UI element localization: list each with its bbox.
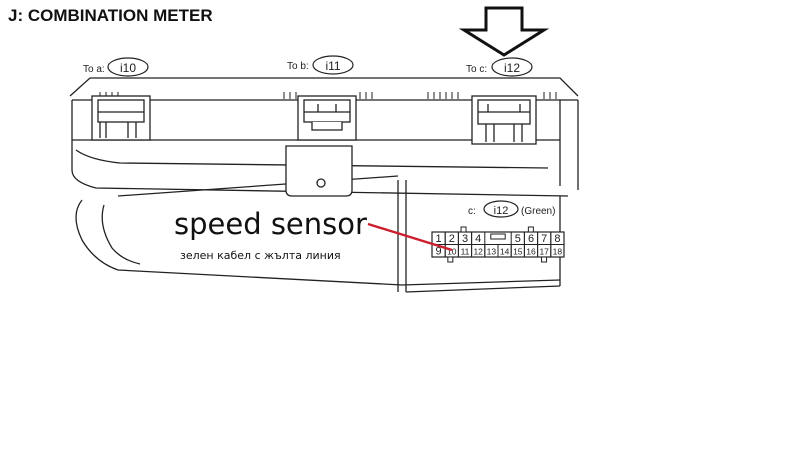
connector-id: i10 bbox=[120, 61, 136, 75]
pinout-id: i12 bbox=[494, 205, 509, 217]
pin-label: 9 bbox=[436, 246, 442, 258]
connector-socket-i12 bbox=[471, 95, 537, 145]
connector-id: i11 bbox=[325, 59, 340, 73]
pinout-color: (Green) bbox=[521, 206, 555, 217]
latch-tab bbox=[447, 256, 454, 263]
pin-label: 13 bbox=[487, 247, 497, 257]
pin-label: 8 bbox=[554, 233, 560, 245]
pin-label: 3 bbox=[462, 233, 468, 245]
pin-label: 15 bbox=[513, 247, 523, 257]
page-title: J: COMBINATION METER bbox=[8, 6, 213, 25]
pin-label: 2 bbox=[449, 233, 455, 245]
connector-id: i12 bbox=[504, 61, 520, 75]
down-arrow-icon bbox=[458, 6, 550, 57]
key-notch bbox=[490, 233, 506, 240]
connector-label-i12: To c: i12 bbox=[466, 57, 533, 77]
connector-prefix: To b: bbox=[287, 61, 309, 72]
mounting-tab bbox=[285, 145, 353, 197]
connector-socket-i11 bbox=[297, 95, 357, 141]
pin-label: 5 bbox=[515, 233, 521, 245]
pin-label: 10 bbox=[447, 247, 457, 257]
pin-label: 7 bbox=[541, 233, 547, 245]
pin-label: 6 bbox=[528, 233, 534, 245]
pin-label: 11 bbox=[461, 247, 470, 257]
pin-label: 16 bbox=[526, 247, 536, 257]
pinout-header: c: i12 (Green) bbox=[468, 200, 555, 218]
latch-tab bbox=[527, 226, 534, 233]
connector-label-i10: To a: i10 bbox=[83, 57, 149, 77]
pin-label: 1 bbox=[436, 233, 442, 245]
connector-prefix: To c: bbox=[466, 64, 487, 75]
pin-label: 18 bbox=[553, 247, 563, 257]
pinout-prefix: c: bbox=[468, 206, 476, 217]
latch-tab bbox=[541, 256, 548, 263]
speed-sensor-label: speed sensor bbox=[174, 207, 367, 241]
pin-label: 12 bbox=[473, 247, 483, 257]
connector-socket-i10 bbox=[91, 95, 151, 141]
connector-label-i11: To b: i11 bbox=[287, 55, 354, 75]
pin-cell bbox=[550, 244, 565, 258]
pin-label: 4 bbox=[475, 233, 481, 245]
leader-line bbox=[367, 222, 453, 252]
connector-prefix: To a: bbox=[83, 64, 105, 75]
wire-description: зелен кабел с жълта линия bbox=[180, 249, 341, 262]
latch-tab bbox=[460, 226, 467, 233]
pin-label: 14 bbox=[500, 247, 510, 257]
pin-label: 17 bbox=[539, 247, 549, 257]
